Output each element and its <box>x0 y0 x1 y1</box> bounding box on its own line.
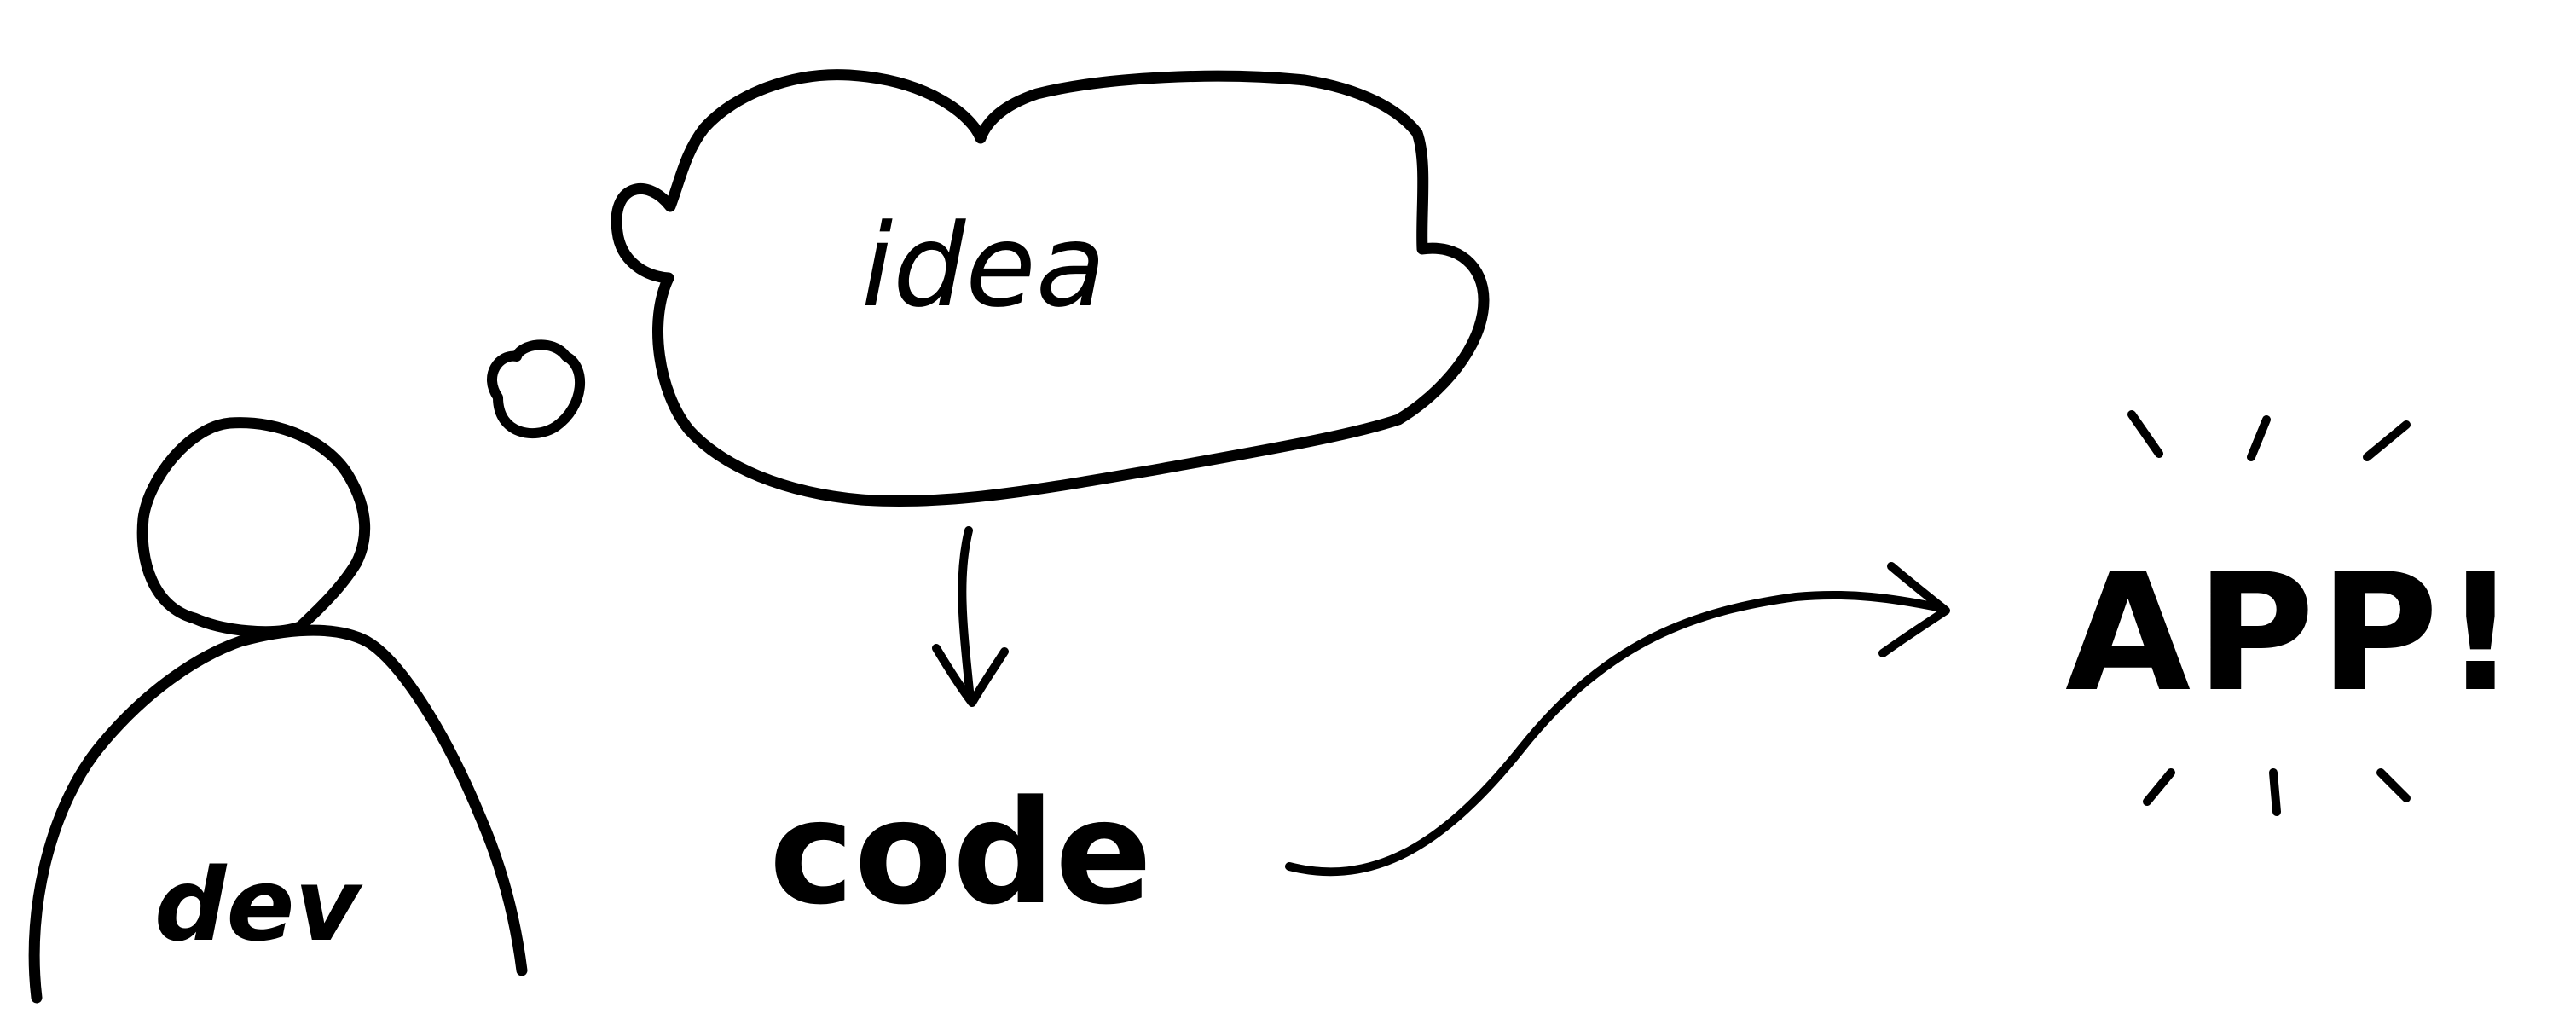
app-result: APP! <box>2065 410 2522 816</box>
code-to-app-arrow <box>1285 562 1950 877</box>
developer-label: dev <box>154 846 363 964</box>
small-thought-bubble <box>487 339 586 438</box>
curved-arrow-shaft <box>1285 590 1942 877</box>
curved-arrow-head <box>1878 562 1950 657</box>
developer-figure: dev <box>28 417 528 1004</box>
developer-body <box>28 624 528 1004</box>
idea-cloud <box>611 69 1490 507</box>
burst-lines <box>2127 410 2411 816</box>
developer-head <box>136 417 371 638</box>
arrow-shaft <box>958 526 975 704</box>
thought-bubbles: idea <box>487 69 1490 507</box>
arrow-head <box>932 644 1009 707</box>
idea-to-code-arrow <box>932 526 1009 707</box>
idea-label: idea <box>861 200 1106 333</box>
app-label: APP! <box>2065 539 2522 727</box>
code-label: code <box>769 769 1152 936</box>
